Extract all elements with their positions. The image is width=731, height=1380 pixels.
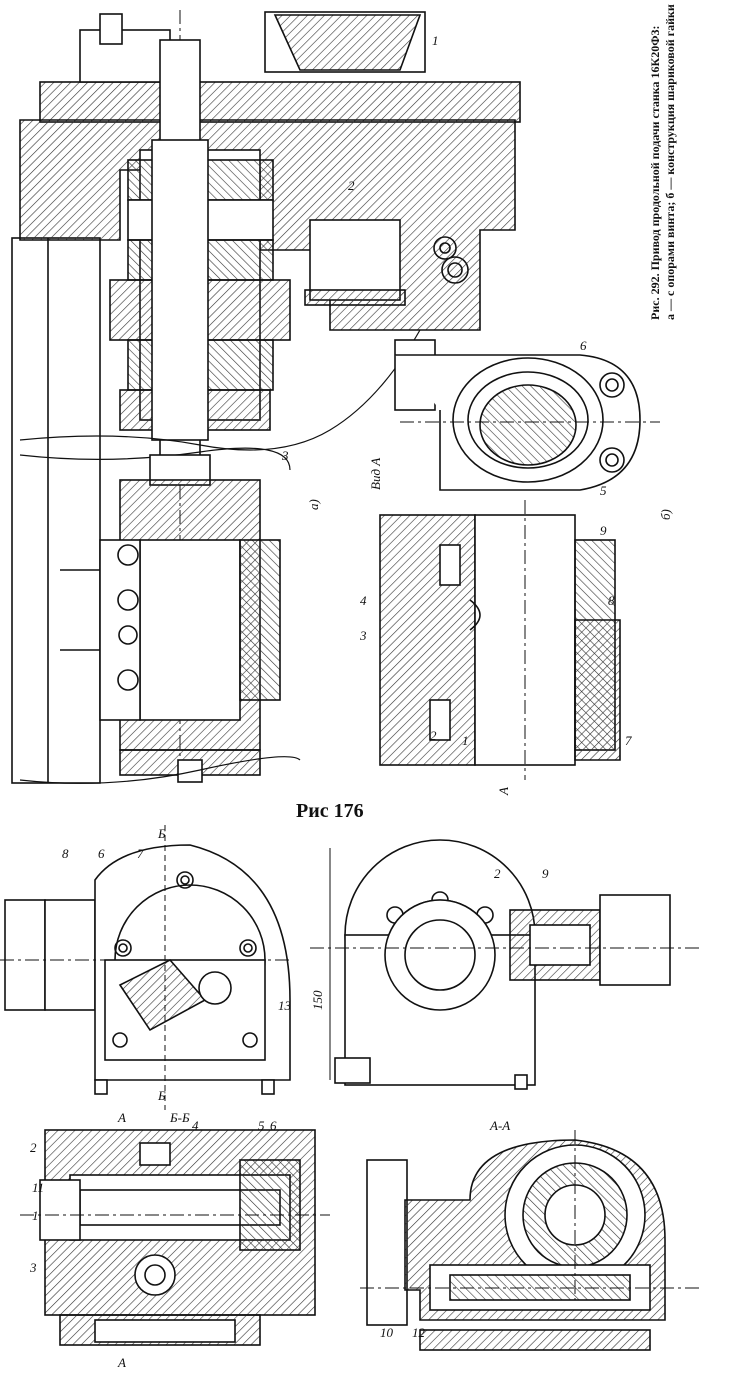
label-c4: 4 <box>192 1118 199 1133</box>
label-b1: 1 <box>462 733 469 748</box>
view-a-label: Вид А <box>368 458 383 490</box>
housing-plate <box>39 81 521 123</box>
label-b2: 2 <box>430 728 437 743</box>
ball-row <box>117 544 139 691</box>
bed-rail <box>11 237 101 784</box>
label-c11: 11 <box>32 1180 44 1195</box>
dimension-150: 150 <box>310 990 325 1010</box>
label-c9: 9 <box>542 866 549 881</box>
label-b9: 9 <box>600 523 607 538</box>
label-b3: 3 <box>359 628 367 643</box>
label-b6: 6 <box>580 338 587 353</box>
figure-caption: Рис. 292. Привод продольной подачи станк… <box>648 4 678 320</box>
label-c6-top: 6 <box>98 846 105 861</box>
mark-a-top: А <box>117 1110 126 1125</box>
label-b4: 4 <box>360 593 367 608</box>
label-c2: 2 <box>30 1140 37 1155</box>
label-a2: 2 <box>348 178 355 193</box>
top-figure <box>11 10 660 784</box>
mark-a-bottom: А <box>117 1355 126 1370</box>
section-arrow-a: А <box>496 787 511 796</box>
label-c10: 10 <box>380 1325 394 1340</box>
label-c7: 7 <box>137 846 144 861</box>
label-c8: 8 <box>62 846 69 861</box>
mark-b-top: Б <box>157 826 166 841</box>
label-c6: 6 <box>270 1118 277 1133</box>
caption-line-2: а — с опорами винта; б — конструкция шар… <box>663 4 677 320</box>
caption-line-1: Рис. 292. Привод продольной подачи станк… <box>648 25 662 320</box>
label-b5: 5 <box>600 483 607 498</box>
bottom-figure <box>0 825 700 1351</box>
label-a3: 3 <box>281 448 289 463</box>
motor-block-left <box>4 899 46 1011</box>
label-c5: 5 <box>258 1118 265 1133</box>
sub-b-label: б) <box>658 509 673 520</box>
label-c3: 3 <box>29 1260 37 1275</box>
top-labels: 1 2 3 а) Вид А б) 1 2 3 4 5 6 7 8 9 А <box>281 33 673 796</box>
figure-title: Рис 176 <box>296 800 364 822</box>
label-c12: 12 <box>412 1325 426 1340</box>
bottom-labels: Б Б Б-Б А А А-А 150 1 2 2 3 4 5 6 6 7 8 … <box>29 826 549 1370</box>
label-c2-right: 2 <box>494 866 501 881</box>
sub-a-label: а) <box>306 499 321 510</box>
label-c13: 13 <box>278 998 292 1013</box>
label-c1: 1 <box>32 1208 39 1223</box>
label-b7: 7 <box>625 733 632 748</box>
mark-b-bottom: Б <box>157 1088 166 1103</box>
section-bb-label: Б-Б <box>169 1110 190 1125</box>
label-b8: 8 <box>608 593 615 608</box>
label-a1: 1 <box>432 33 439 48</box>
section-aa-label: А-А <box>489 1118 510 1133</box>
